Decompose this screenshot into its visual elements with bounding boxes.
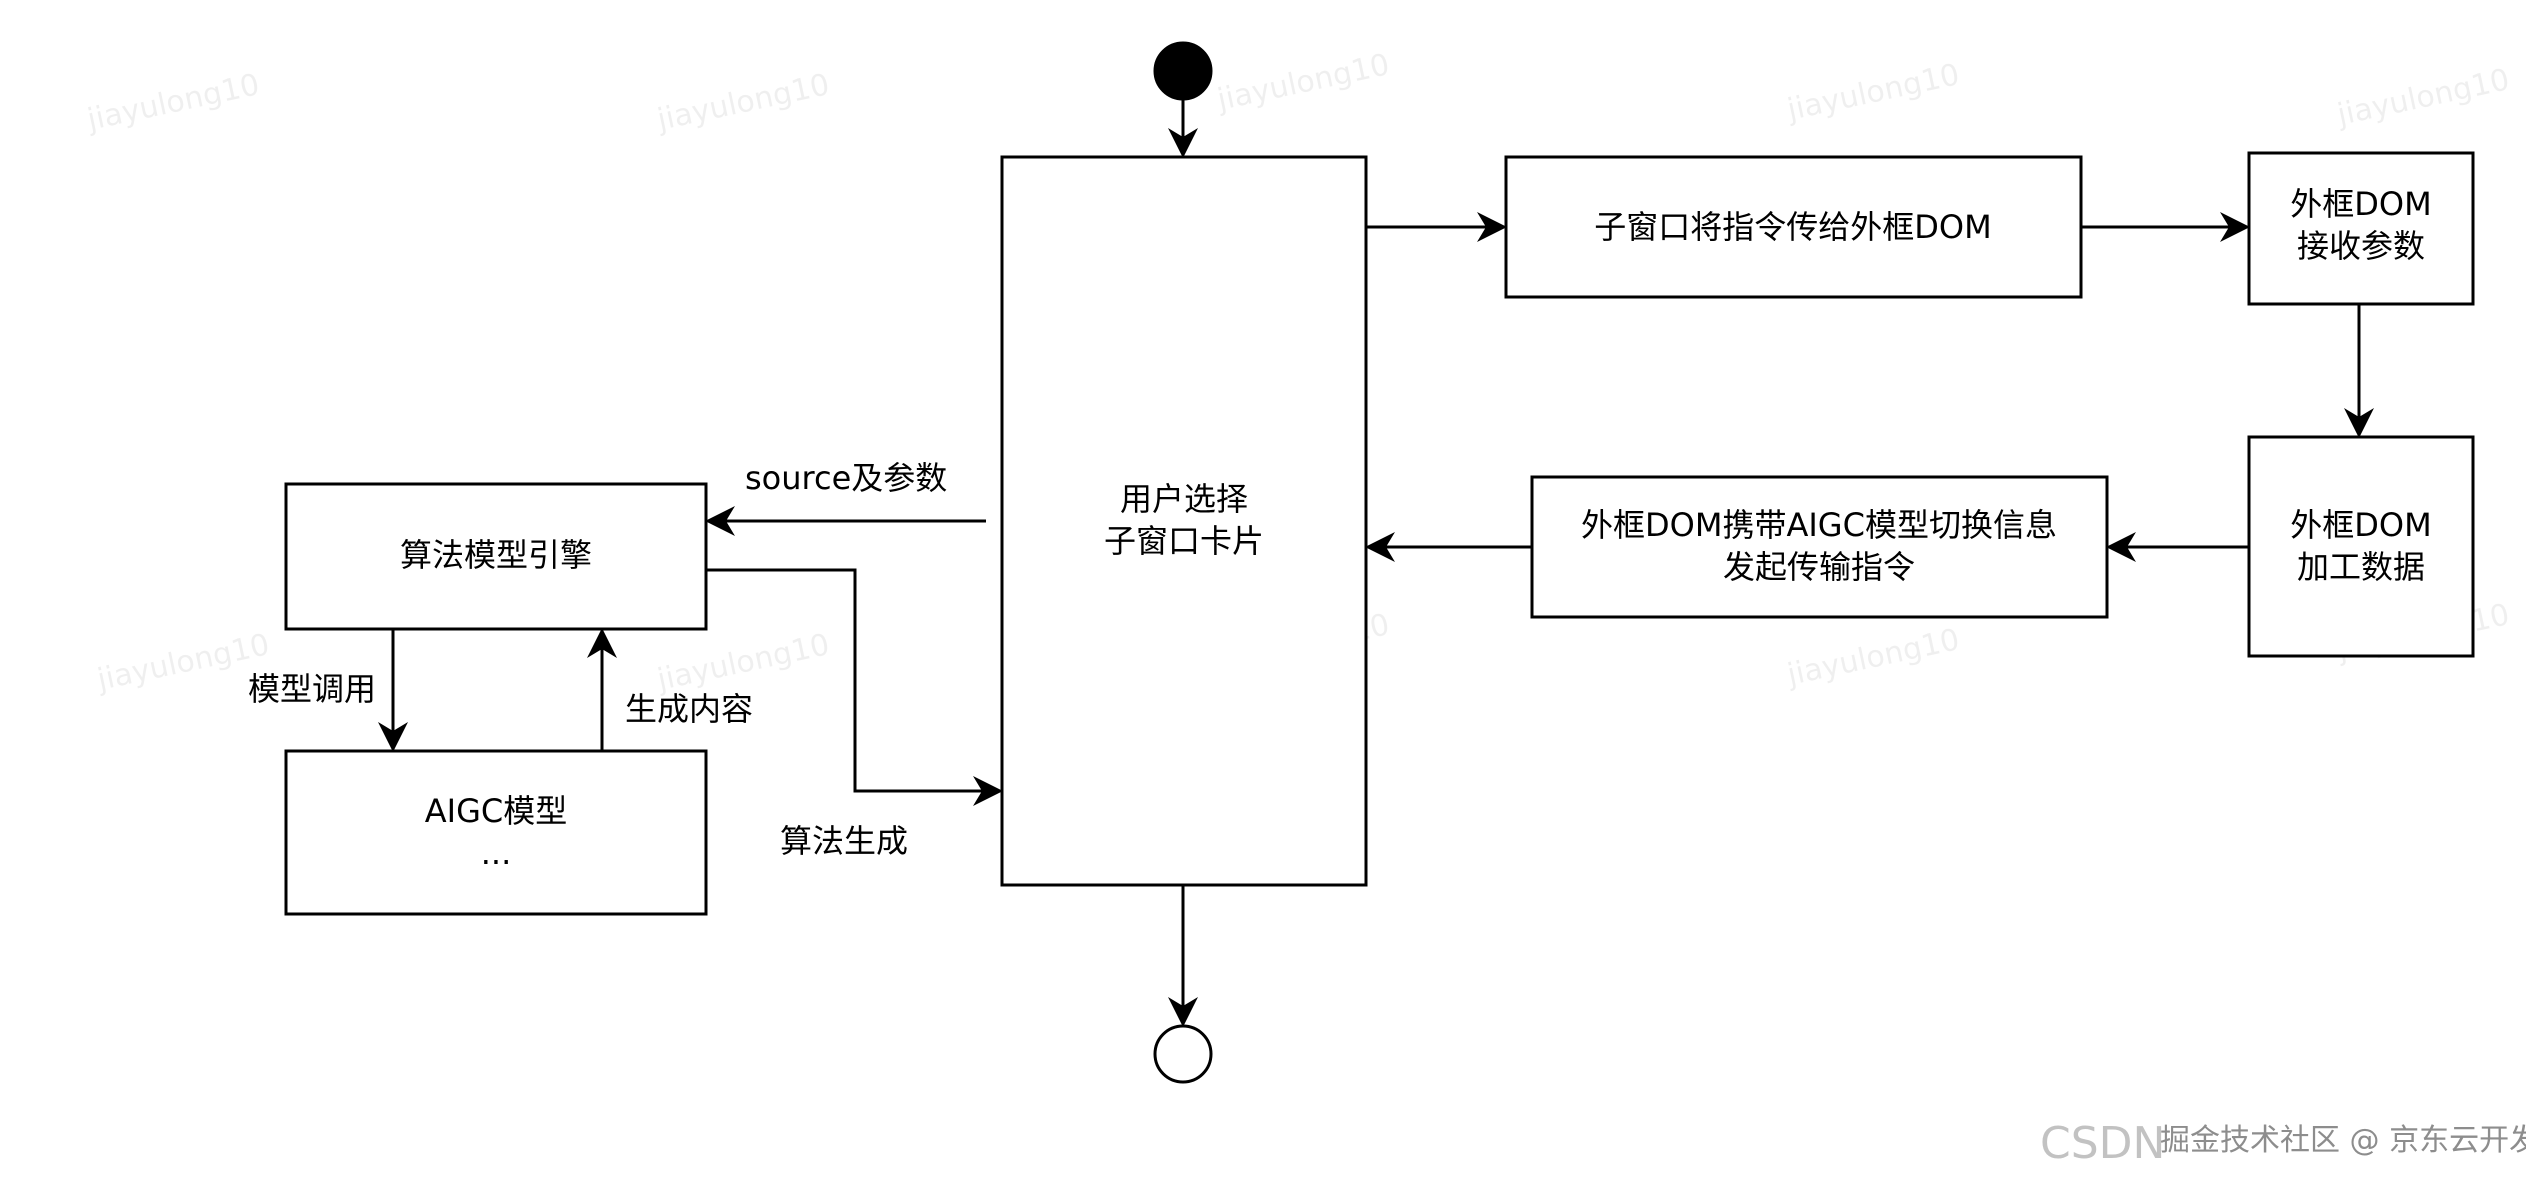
node-outer-process-line-2: 加工数据: [2297, 548, 2425, 586]
node-algo-engine-box: [284, 482, 708, 631]
node-main-line-2: 子窗口卡片: [1104, 522, 1264, 560]
node-send-cmd: 子窗口将指令传给外框DOM: [1504, 155, 2083, 299]
node-outer-receive-box: [2247, 151, 2475, 306]
node-outer-carry-line-2: 发起传输指令: [1723, 548, 1915, 586]
node-outer-carry-line-1: 外框DOM携带AIGC模型切换信息: [1581, 506, 2057, 544]
node-main-box: [1000, 155, 1368, 887]
watermark-text: jiayulong10: [653, 67, 832, 138]
watermark-text: jiayulong10: [1783, 622, 1962, 693]
node-outer-process: 外框DOM 加工数据: [2247, 435, 2475, 658]
watermark-text: jiayulong10: [83, 67, 262, 138]
watermark-text: jiayulong10: [2333, 62, 2512, 133]
edge-label-model-call: 模型调用: [248, 670, 376, 708]
node-main: 用户选择 子窗口卡片: [1000, 155, 1368, 887]
watermark-text: jiayulong10: [93, 627, 272, 698]
node-outer-carry: 外框DOM携带AIGC模型切换信息 发起传输指令: [1530, 475, 2109, 619]
node-outer-process-box: [2247, 435, 2475, 658]
node-outer-process-line-1: 外框DOM: [2290, 506, 2431, 544]
edge-label-source-params: source及参数: [745, 459, 947, 497]
footer-csdn: CSDN: [2040, 1118, 2165, 1169]
node-outer-receive-line-2: 接收参数: [2297, 227, 2425, 265]
node-aigc-model-line-1: AIGC模型: [425, 792, 567, 830]
watermark-text: jiayulong10: [1213, 47, 1392, 118]
node-outer-receive-line-1: 外框DOM: [2290, 185, 2431, 223]
start-node: [1153, 41, 1213, 101]
node-outer-receive: 外框DOM 接收参数: [2247, 151, 2475, 306]
edge-engine-to-main: [706, 568, 1003, 806]
edge-label-algo-generate: 算法生成: [780, 822, 908, 860]
node-aigc-model: AIGC模型 ...: [284, 749, 708, 916]
edge-label-generate-content: 生成内容: [625, 690, 753, 728]
end-node: [1153, 1024, 1213, 1084]
node-algo-engine: 算法模型引擎: [284, 482, 708, 631]
watermark-text: jiayulong10: [1783, 57, 1962, 128]
node-outer-carry-box: [1530, 475, 2109, 619]
footer-credit: 掘金技术社区 @ 京东云开发者: [2160, 1123, 2526, 1158]
node-send-cmd-label: 子窗口将指令传给外框DOM: [1594, 208, 1991, 246]
node-algo-engine-label: 算法模型引擎: [400, 536, 592, 574]
node-main-line-1: 用户选择: [1120, 480, 1248, 518]
node-aigc-model-box: [284, 749, 708, 916]
node-aigc-model-line-2: ...: [481, 834, 512, 872]
watermark-text: jiayulong10: [653, 627, 832, 698]
